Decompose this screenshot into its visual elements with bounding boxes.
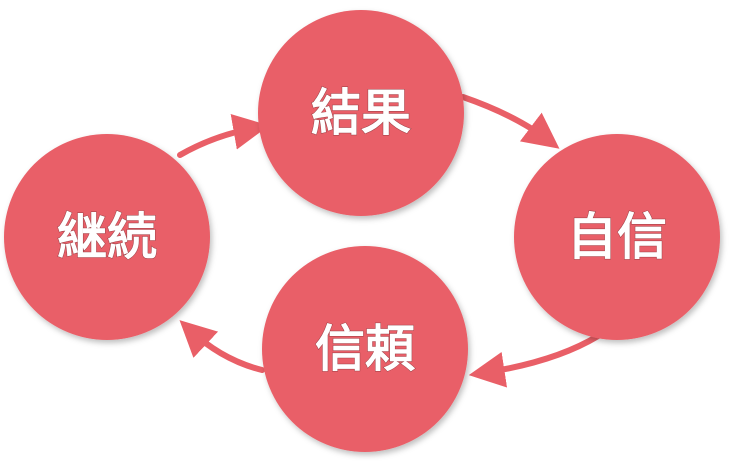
node-bottom: 信頼 bbox=[262, 246, 468, 452]
node-left-circle bbox=[4, 134, 210, 340]
node-top-circle bbox=[258, 10, 464, 216]
node-right: 自信 bbox=[514, 134, 720, 340]
node-bottom-label: 信頼 bbox=[315, 320, 416, 378]
arrow-bottom-to-left bbox=[179, 320, 265, 373]
node-top: 結果 bbox=[258, 10, 464, 216]
arrow-left-to-top bbox=[177, 113, 270, 158]
node-left-label: 継続 bbox=[57, 208, 157, 266]
node-bottom-circle bbox=[262, 246, 468, 452]
arrow-top-to-right bbox=[460, 94, 560, 149]
node-right-circle bbox=[514, 134, 720, 340]
arrow-right-to-bottom bbox=[468, 333, 601, 388]
node-top-label: 結果 bbox=[311, 84, 411, 142]
node-right-label: 自信 bbox=[567, 208, 667, 266]
node-left: 継続 bbox=[4, 134, 210, 340]
